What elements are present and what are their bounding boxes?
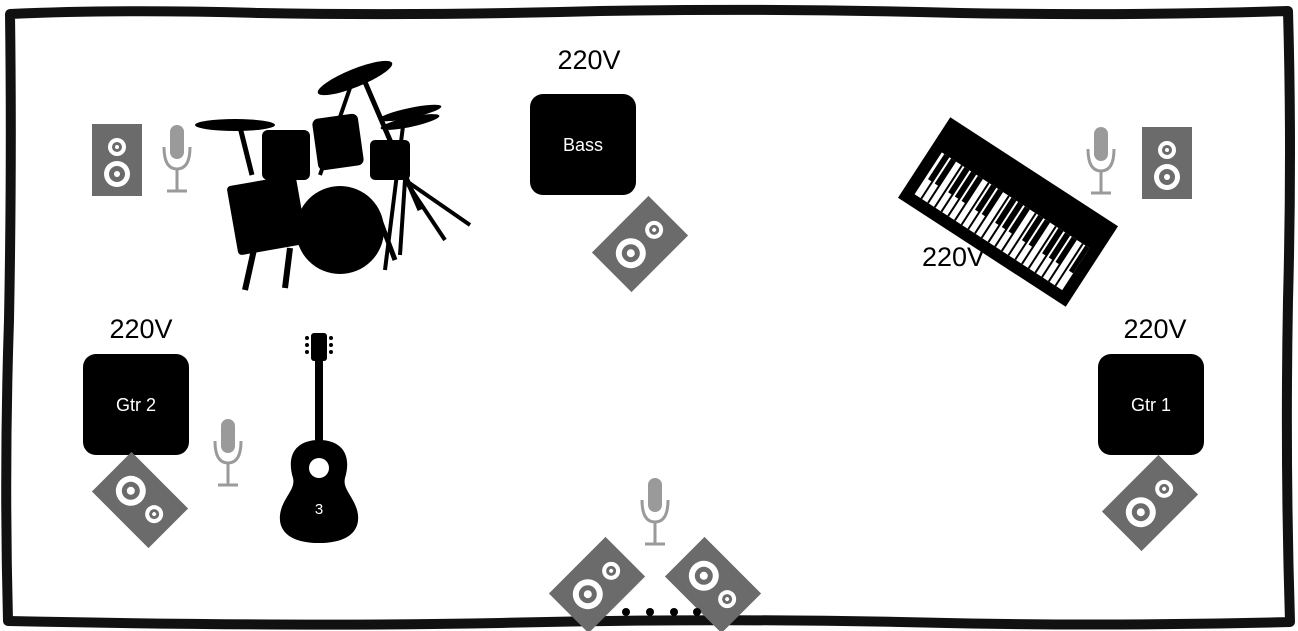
guitar2-amp-label: Gtr 2 <box>116 395 156 415</box>
acoustic-guitar-number: 3 <box>315 501 323 518</box>
power-label-guitar2: 220V <box>109 314 172 344</box>
floor-monitor-icon <box>592 196 688 292</box>
floor-monitor-icon <box>92 452 188 548</box>
stage-border <box>6 10 1290 625</box>
power-label-keyboard: 220V <box>922 242 985 272</box>
speaker-cabinet-icon <box>1142 127 1192 199</box>
cable-dots-icon <box>622 608 701 616</box>
floor-monitor-icon <box>1102 455 1198 551</box>
microphone-icon <box>215 419 241 485</box>
guitar1-amp-label: Gtr 1 <box>1131 395 1171 415</box>
drum-kit-icon <box>195 55 470 290</box>
bass-amp-label: Bass <box>563 135 603 155</box>
power-label-guitar1: 220V <box>1123 314 1186 344</box>
power-label-bass: 220V <box>557 45 620 75</box>
microphone-icon <box>164 125 190 191</box>
microphone-icon <box>1088 127 1114 193</box>
microphone-icon <box>642 478 668 544</box>
speaker-cabinet-icon <box>92 124 142 196</box>
keyboard-icon <box>898 117 1118 306</box>
